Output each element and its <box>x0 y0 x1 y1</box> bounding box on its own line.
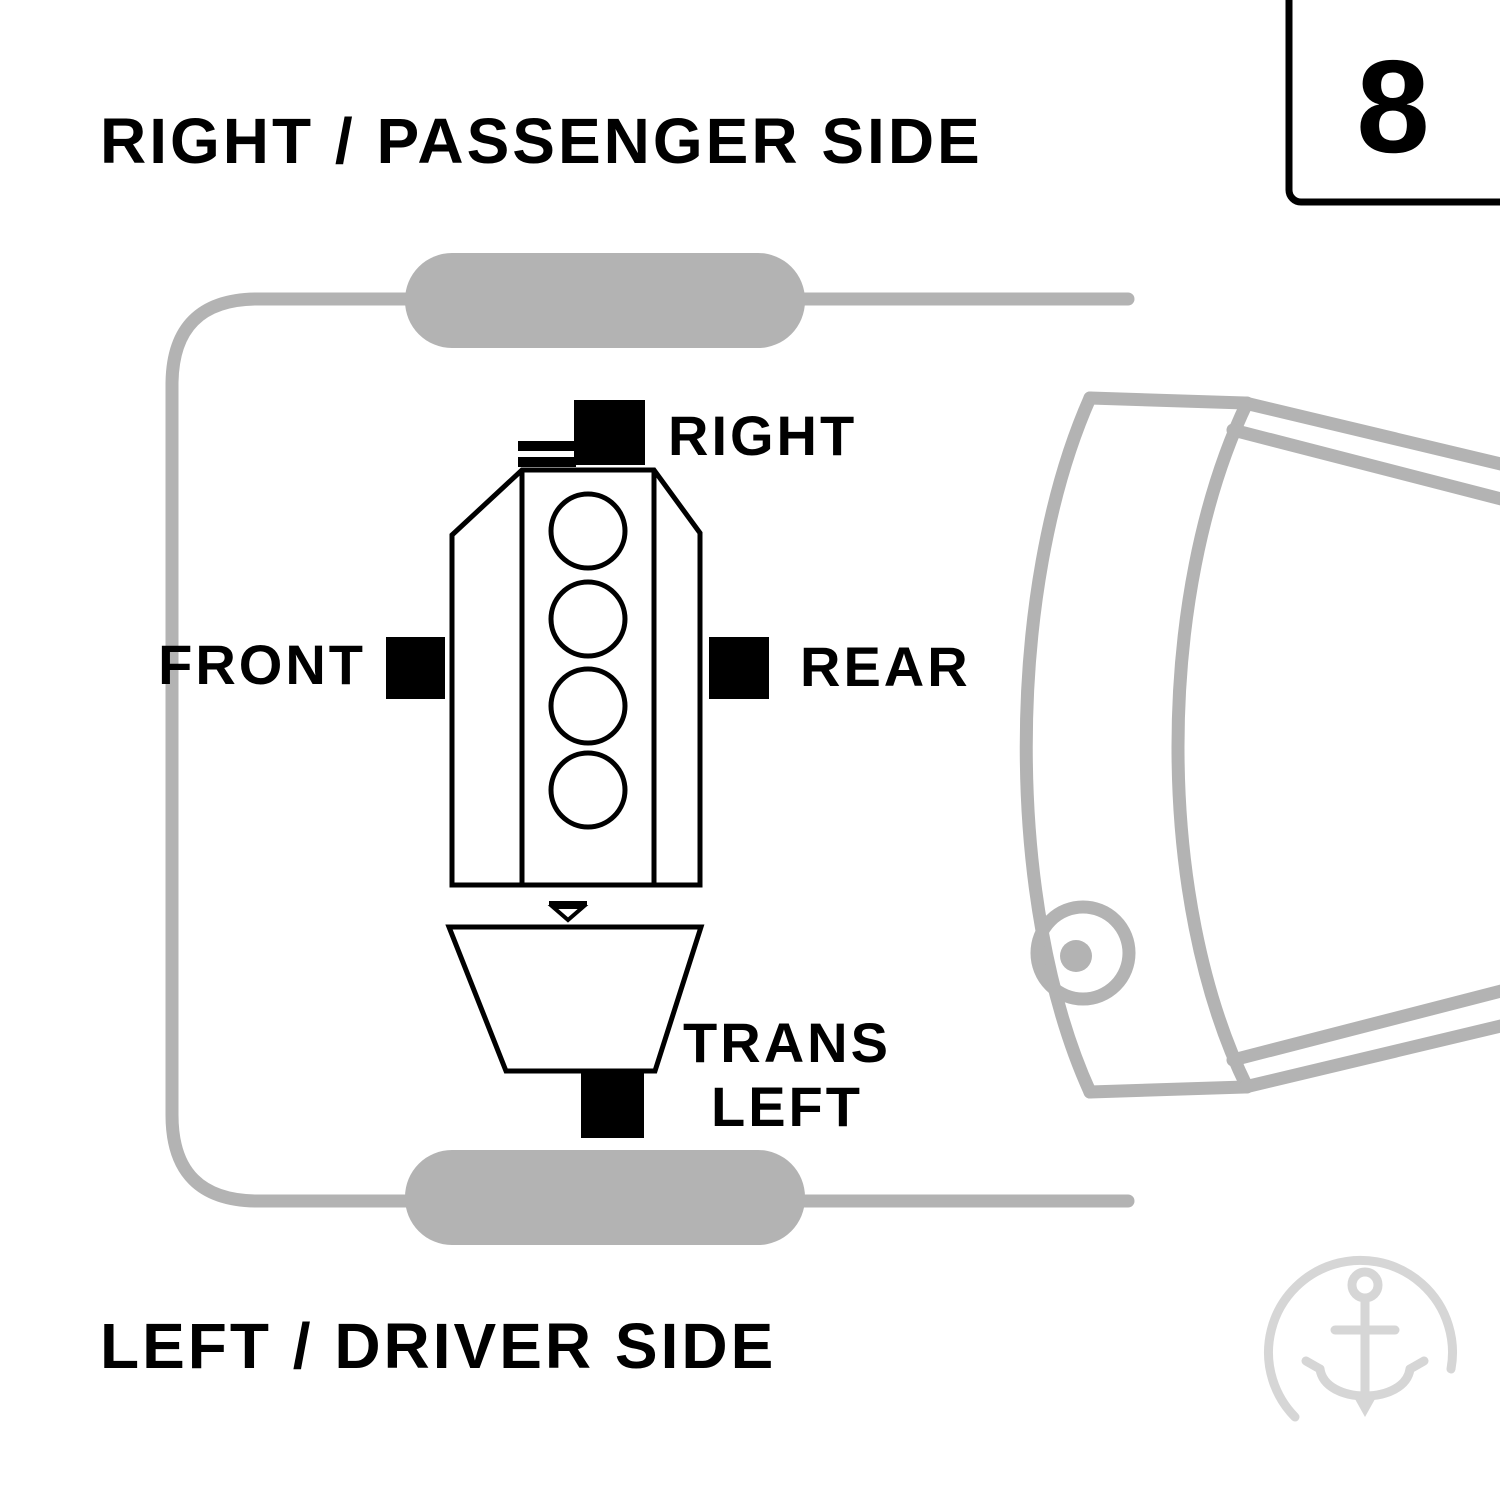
label-trans-mount-line2: LEFT <box>711 1075 863 1138</box>
car-outline-group <box>165 253 1500 1245</box>
cylinder-4 <box>548 750 628 830</box>
funnel-triangle <box>547 905 589 923</box>
label-right-mount: RIGHT <box>668 404 857 467</box>
label-front-mount: FRONT <box>158 633 366 696</box>
mount-rear <box>709 637 769 699</box>
label-trans-mount-line1: TRANS <box>683 1011 891 1074</box>
labels-group: RIGHT / PASSENGER SIDE LEFT / DRIVER SID… <box>100 105 983 1382</box>
mount-right-bolt-2 <box>518 457 576 467</box>
cylinder-1 <box>548 491 628 571</box>
mount-trans-left <box>581 1071 644 1138</box>
windshield-bottom-edge <box>1083 1080 1252 1099</box>
mount-front <box>386 637 445 699</box>
watermark-anchor-fluke-right <box>1405 1356 1429 1374</box>
mount-markers <box>386 400 769 1138</box>
page-number-border <box>1285 0 1500 206</box>
watermark-anchor-arms <box>1315 1364 1415 1401</box>
engine-group <box>445 467 705 1074</box>
page-number: 8 <box>1356 33 1429 180</box>
cylinder-3 <box>548 666 628 746</box>
tire-right-front <box>405 253 805 348</box>
roof-line-top-inner <box>1226 423 1500 506</box>
roof-line-bottom-inner <box>1226 984 1500 1067</box>
transmission-body <box>445 924 705 1074</box>
anchor-watermark-icon <box>1264 1255 1458 1422</box>
car-front-body-line <box>165 292 427 1208</box>
mount-right <box>574 400 645 465</box>
page-title-top: RIGHT / PASSENGER SIDE <box>100 105 983 177</box>
watermark-anchor-fluke-left <box>1301 1356 1325 1374</box>
roof-line-bottom-outer <box>1238 1019 1500 1094</box>
mount-right-bolt-1 <box>518 441 576 451</box>
roof-line-top-outer <box>1238 396 1500 471</box>
steering-wheel-hub <box>1060 940 1092 972</box>
label-rear-mount: REAR <box>800 635 971 698</box>
steering-wheel-icon <box>1030 900 1136 1006</box>
cowl-arc <box>1019 391 1097 1099</box>
page-number-box: 8 <box>1285 0 1500 206</box>
watermark-swoosh <box>1264 1255 1458 1422</box>
watermark-anchor-point <box>1355 1399 1375 1417</box>
windshield-top-edge <box>1083 391 1252 410</box>
windshield-arc <box>1171 396 1254 1094</box>
page-title-bottom: LEFT / DRIVER SIDE <box>100 1310 776 1382</box>
cylinder-2 <box>548 579 628 659</box>
tire-left-front <box>405 1150 805 1245</box>
